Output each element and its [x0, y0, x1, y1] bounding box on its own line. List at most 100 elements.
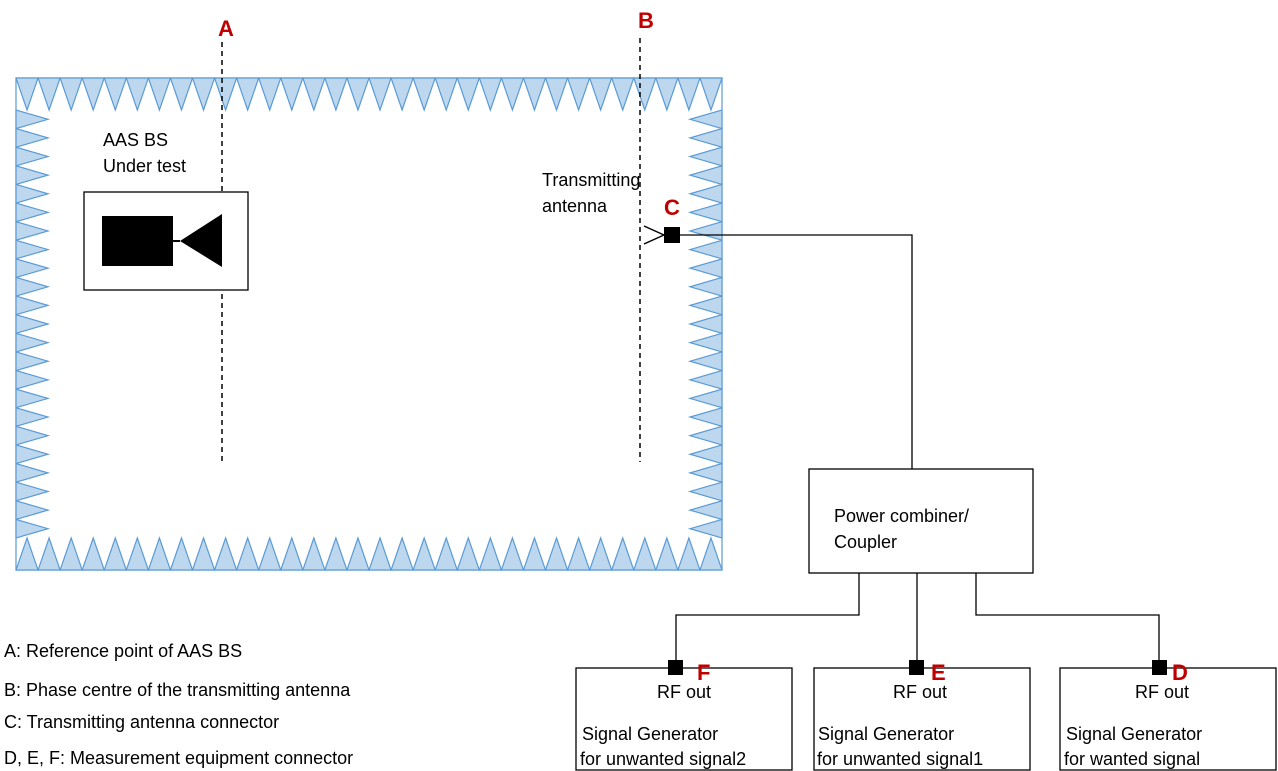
absorber-cone-left — [15, 462, 51, 483]
generator-box — [1059, 667, 1277, 771]
absorber-cone-right — [687, 239, 723, 260]
absorber-cone-top — [59, 77, 84, 112]
antenna-cable — [680, 234, 913, 469]
absorber-cone-bottom — [500, 536, 525, 571]
absorber-cone-bottom — [699, 536, 723, 571]
aas-bs-antenna-icon — [180, 214, 222, 267]
generator-rf-out: RF out — [1135, 682, 1189, 702]
absorber-cone-right — [687, 183, 723, 204]
absorber-cone-right — [687, 276, 723, 297]
absorber-cone-bottom — [566, 536, 591, 571]
absorber-cone-top — [544, 77, 569, 112]
absorber-cone-top — [279, 77, 304, 112]
absorber-cone-left — [15, 220, 51, 242]
absorber-cone-top — [147, 77, 172, 112]
marker-f: F — [697, 660, 710, 685]
generator-label-line2: for unwanted signal2 — [580, 749, 746, 769]
generator-box — [813, 667, 1031, 771]
absorber-cone-bottom — [654, 536, 679, 571]
absorber-cone-bottom — [434, 536, 459, 571]
generator-label-line1: Signal Generator — [582, 724, 718, 744]
legend-item: D, E, F: Measurement equipment connector — [4, 748, 353, 768]
absorber-cone-top — [610, 77, 635, 112]
absorber-cone-right — [687, 388, 723, 409]
legend-item: C: Transmitting antenna connector — [4, 712, 279, 732]
absorber-cones — [15, 77, 723, 571]
absorber-cone-left — [15, 183, 51, 204]
absorber-cone-bottom — [103, 536, 128, 571]
absorber-cone-right — [687, 481, 723, 502]
absorber-cone-right — [687, 109, 723, 130]
absorber-cone-top — [324, 77, 348, 112]
absorber-cone-right — [687, 499, 723, 521]
absorber-cone-left — [15, 127, 51, 149]
absorber-cone-left — [15, 165, 51, 186]
power-combiner-box — [808, 468, 1034, 574]
absorber-cone-left — [15, 276, 51, 297]
aas-bs-label-line1: AAS BS — [103, 130, 168, 150]
signal-generator-unwanted-2: F RF out Signal Generator for unwanted s… — [575, 660, 793, 771]
absorber-cone-top — [588, 77, 613, 112]
absorber-cone-top — [191, 77, 216, 112]
combiner-label-line2: Coupler — [834, 532, 897, 552]
absorber-cone-bottom — [610, 536, 635, 571]
absorber-cone-top — [478, 77, 503, 112]
tx-antenna-connector — [664, 227, 680, 243]
absorber-cone-right — [687, 406, 723, 428]
absorber-cone-bottom — [169, 536, 194, 571]
absorber-cone-top — [654, 77, 679, 112]
absorber-cone-top — [81, 77, 106, 112]
absorber-cone-top — [412, 77, 437, 112]
absorber-cone-right — [687, 462, 723, 483]
absorber-cone-top — [235, 77, 260, 112]
anechoic-chamber — [15, 77, 723, 571]
generator-rf-out: RF out — [657, 682, 711, 702]
absorber-cone-top — [699, 77, 723, 112]
absorber-cone-top — [522, 77, 547, 112]
absorber-cone-top — [125, 77, 150, 112]
aas-bs-device — [83, 191, 249, 291]
combiner-label-line1: Power combiner/ — [834, 506, 969, 526]
absorber-cone-bottom — [59, 536, 84, 571]
absorber-cone-right — [687, 425, 723, 446]
generator-rf-out: RF out — [893, 682, 947, 702]
absorber-cone-left — [15, 239, 51, 260]
absorber-cone-bottom — [257, 536, 282, 571]
absorber-cone-left — [15, 369, 51, 390]
absorber-cone-right — [687, 332, 723, 353]
absorber-cone-bottom — [235, 536, 260, 571]
marker-a: A — [218, 16, 234, 41]
absorber-cone-bottom — [37, 536, 61, 571]
marker-b: B — [638, 8, 654, 33]
absorber-cone-bottom — [677, 536, 701, 571]
marker-c: C — [664, 195, 680, 220]
absorber-cone-bottom — [522, 536, 547, 571]
absorber-cone-bottom — [632, 536, 657, 571]
absorber-cone-bottom — [456, 536, 481, 571]
generator-connector-f — [668, 660, 683, 675]
absorber-cone-left — [15, 313, 51, 335]
absorber-cone-bottom — [15, 536, 39, 571]
absorber-cone-top — [368, 77, 392, 112]
absorber-cone-top — [566, 77, 591, 112]
absorber-cone-right — [687, 258, 723, 279]
absorber-cone-bottom — [279, 536, 304, 571]
absorber-cone-bottom — [412, 536, 437, 571]
generator-label-line2: for unwanted signal1 — [817, 749, 983, 769]
chamber-outline — [15, 77, 723, 571]
absorber-cone-left — [15, 109, 51, 130]
tx-antenna-label-line2: antenna — [542, 196, 608, 216]
absorber-cone-top — [169, 77, 194, 112]
absorber-cone-bottom — [191, 536, 216, 571]
absorber-cone-bottom — [81, 536, 106, 571]
absorber-cone-top — [301, 77, 326, 112]
tx-antenna-icon — [643, 225, 680, 245]
absorber-cone-top — [213, 77, 238, 112]
absorber-cone-top — [37, 77, 61, 112]
marker-d: D — [1172, 660, 1188, 685]
generator-label-line2: for wanted signal — [1064, 749, 1200, 769]
cable-to-generator-f — [675, 573, 860, 662]
absorber-cone-left — [15, 406, 51, 428]
absorber-cone-right — [687, 295, 723, 316]
absorber-cone-top — [500, 77, 525, 112]
